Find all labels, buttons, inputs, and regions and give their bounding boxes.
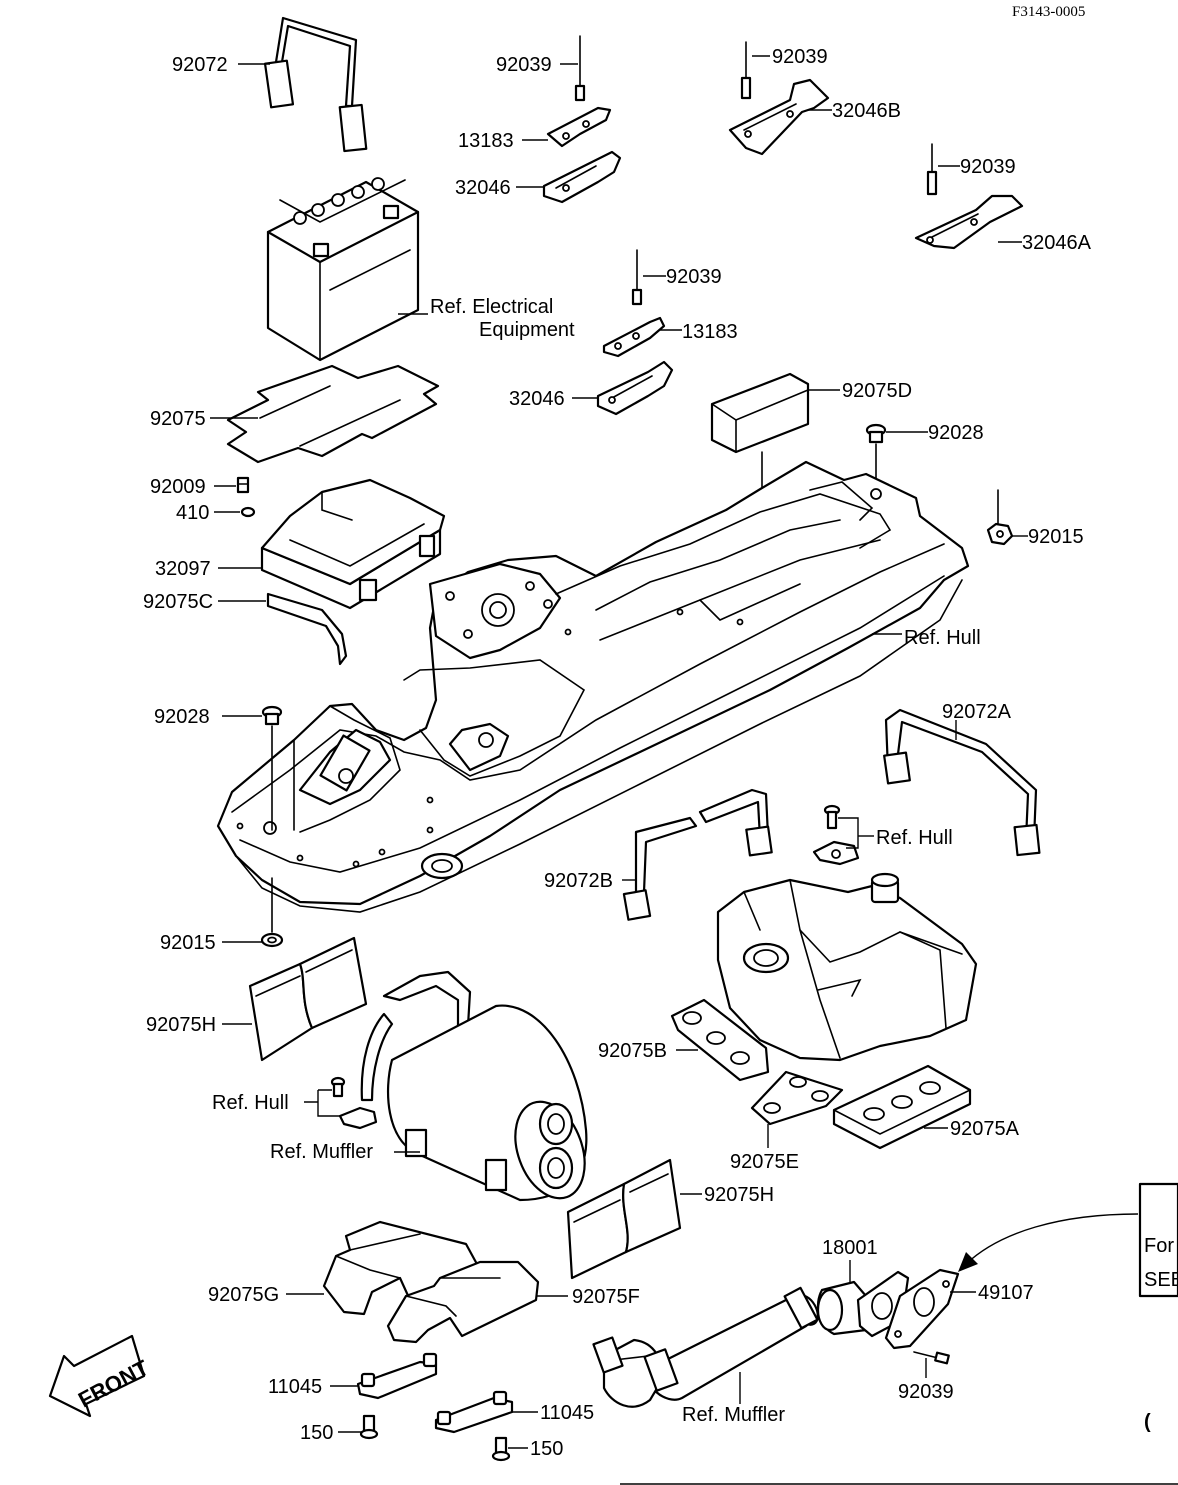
label-13183-a: 13183 <box>458 130 514 152</box>
screw-ref-hull-b <box>823 804 841 830</box>
label-92039-c: 92039 <box>960 156 1016 178</box>
plug-92028-b <box>261 705 283 726</box>
label-92075F: 92075F <box>572 1286 640 1308</box>
label-32046B: 32046B <box>832 100 901 122</box>
washer-410 <box>240 506 256 518</box>
label-11045-a: 11045 <box>268 1376 322 1398</box>
label-32046-b: 32046 <box>509 388 565 410</box>
label-ref-hull-a: Ref. Hull <box>904 627 981 649</box>
label-92075G: 92075G <box>208 1284 279 1306</box>
label-11045-b: 11045 <box>540 1402 594 1424</box>
pad-92075C <box>266 592 348 666</box>
label-13183-b: 13183 <box>682 321 738 343</box>
pad-92075A <box>832 1064 972 1150</box>
pad-92075F <box>386 1260 540 1344</box>
label-92072: 92072 <box>172 54 228 76</box>
reference-box: For SEE <box>1138 1182 1178 1298</box>
label-92015-a: 92015 <box>1028 526 1084 548</box>
label-32046-a: 32046 <box>455 177 511 199</box>
muffler <box>360 970 588 1202</box>
nut-92015-b <box>260 932 284 948</box>
bolt-92039-d <box>631 249 643 306</box>
elbow-18001 <box>816 1270 910 1338</box>
label-92075D: 92075D <box>842 380 912 402</box>
label-92075E: 92075E <box>730 1151 799 1173</box>
label-92075B: 92075B <box>598 1040 667 1062</box>
front-arrow: FRONT <box>48 1334 153 1418</box>
label-92075: 92075 <box>150 408 206 430</box>
bolt-92039-e <box>913 1351 950 1365</box>
label-ref-electrical-2: Equipment <box>479 319 575 341</box>
leader-ref-hull-c <box>304 1089 340 1117</box>
strap-92072A <box>883 708 1041 857</box>
figure-code: F3143-0005 <box>1012 4 1085 20</box>
plug-92028-a <box>865 423 887 444</box>
holder-32046-b <box>596 360 674 416</box>
bracket-13183-b <box>602 316 666 358</box>
partial-edge-glyph: ( <box>1144 1411 1151 1433</box>
fuel-tank <box>716 872 978 1062</box>
bolt-92039-b <box>740 41 752 100</box>
bolt-150-a <box>359 1414 379 1440</box>
exhaust-hose <box>592 1286 819 1408</box>
label-32046A: 32046A <box>1022 232 1092 254</box>
bracket-11045-a <box>356 1352 438 1400</box>
reference-box-line1: For <box>1144 1235 1174 1257</box>
label-92075H-b: 92075H <box>704 1184 774 1206</box>
reference-arrow <box>958 1213 1139 1272</box>
bolt-150-b <box>491 1436 511 1462</box>
label-ref-hull-c: Ref. Hull <box>212 1092 289 1114</box>
battery <box>266 177 420 362</box>
hull <box>216 460 970 913</box>
label-ref-electrical-1: Ref. Electrical <box>430 296 553 318</box>
label-92039-a: 92039 <box>496 54 552 76</box>
label-ref-muffler-b: Ref. Muffler <box>682 1404 785 1426</box>
label-49107: 49107 <box>978 1282 1034 1304</box>
label-ref-muffler-a: Ref. Muffler <box>270 1141 373 1163</box>
pad-92075E <box>750 1070 844 1126</box>
gasket-49107 <box>884 1268 960 1350</box>
clip-ref-hull-c <box>338 1106 378 1130</box>
bracket-13183-a <box>546 106 612 148</box>
label-92075H-a: 92075H <box>146 1014 216 1036</box>
label-92015-b: 92015 <box>160 932 216 954</box>
label-92009: 92009 <box>150 476 206 498</box>
bolt-92039-a <box>574 35 586 102</box>
label-410: 410 <box>176 502 209 524</box>
holder-32046B <box>728 78 830 156</box>
holder-32046-a <box>542 150 622 204</box>
strap-92072B <box>622 788 773 921</box>
pad-92075B <box>670 998 770 1082</box>
label-92072B: 92072B <box>544 870 613 892</box>
bracket-11045-b <box>434 1390 514 1434</box>
label-92028-a: 92028 <box>928 422 984 444</box>
pad-92075H-a <box>248 936 368 1062</box>
screw-ref-hull-c <box>330 1076 346 1098</box>
label-18001: 18001 <box>822 1237 878 1259</box>
bolt-92039-c <box>926 143 938 196</box>
label-92039-e: 92039 <box>898 1381 954 1403</box>
label-92028-b: 92028 <box>154 706 210 728</box>
nut-92015-a <box>986 522 1014 546</box>
reference-box-line2: SEE <box>1144 1269 1178 1291</box>
leader-ref-hull-b <box>838 817 859 849</box>
label-92075C: 92075C <box>143 591 213 613</box>
label-32097: 32097 <box>155 558 211 580</box>
label-ref-hull-b: Ref. Hull <box>876 827 953 849</box>
label-92075A: 92075A <box>950 1118 1020 1140</box>
pad-92075D <box>710 372 810 454</box>
clip-ref-hull-b <box>812 840 860 866</box>
label-150-a: 150 <box>300 1422 333 1444</box>
pad-92075H-b <box>566 1158 682 1280</box>
handle-strap-92072 <box>263 16 368 153</box>
battery-case-32097 <box>260 478 446 610</box>
label-92039-d: 92039 <box>666 266 722 288</box>
holder-32046A <box>914 194 1024 250</box>
label-92072A: 92072A <box>942 701 1012 723</box>
label-92039-b: 92039 <box>772 46 828 68</box>
label-150-b: 150 <box>530 1438 563 1460</box>
pad-92075 <box>226 364 440 464</box>
screw-92009 <box>236 476 250 494</box>
